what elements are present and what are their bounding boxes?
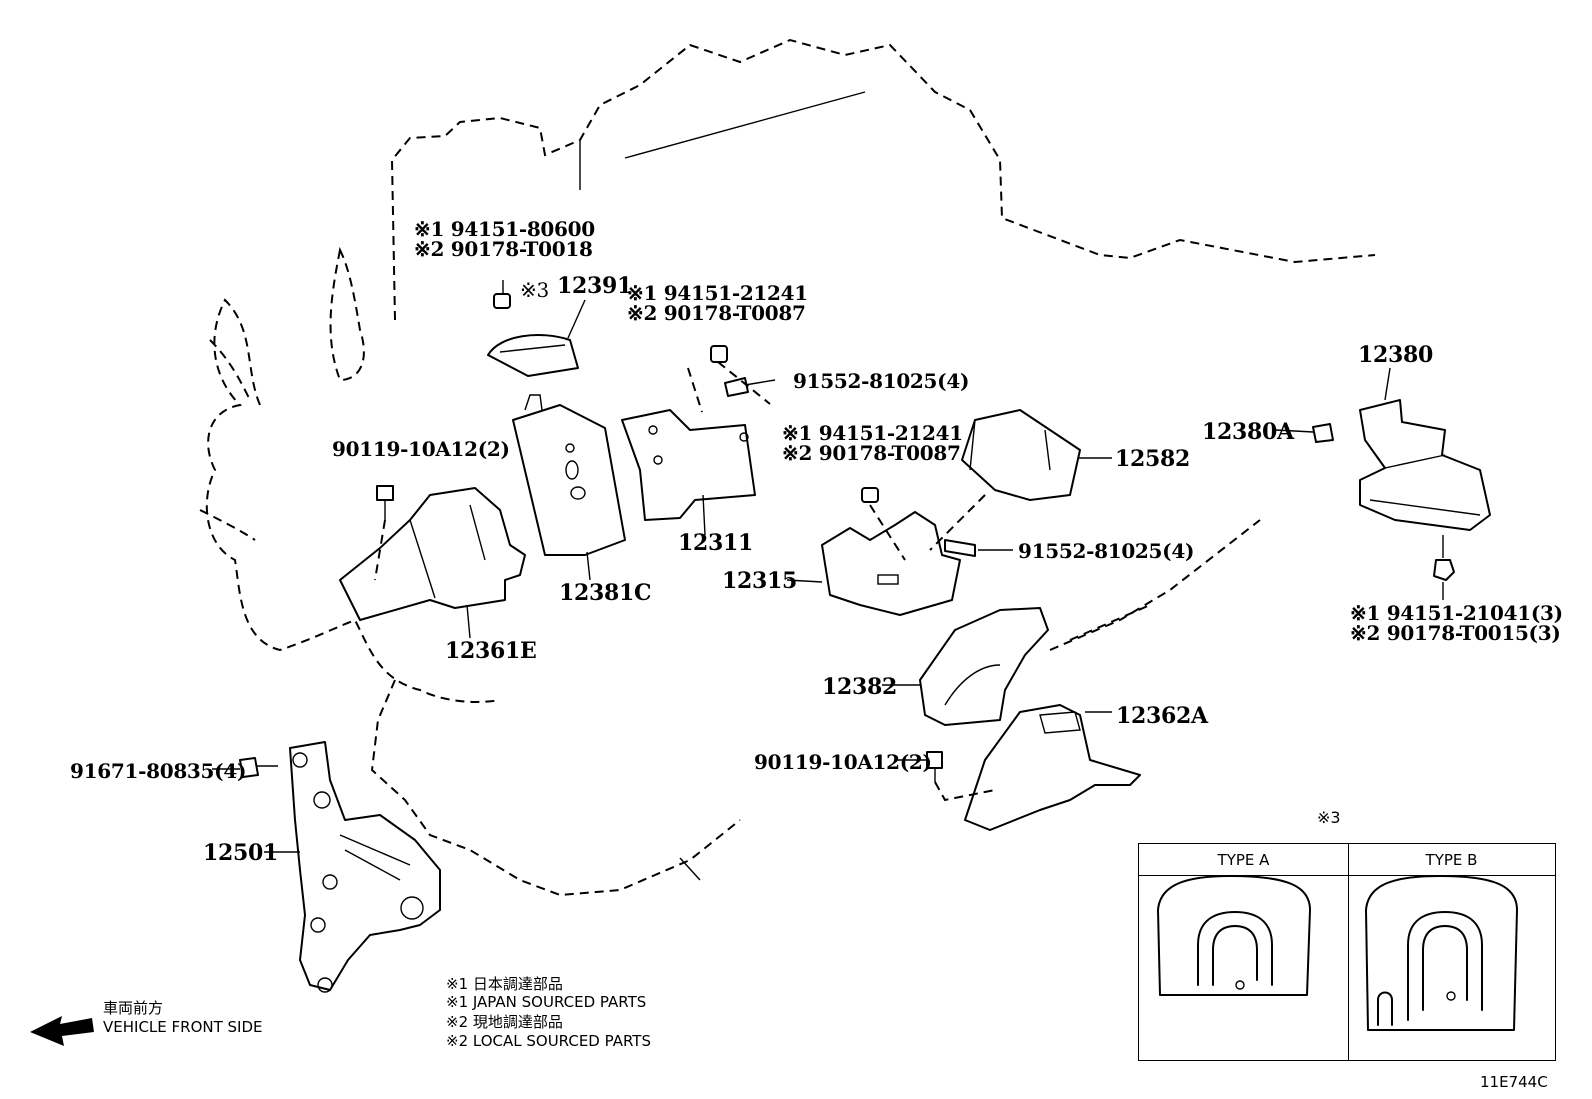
label-12315: 12315 [722,568,798,594]
engine-inner-line [624,91,866,159]
front-side-jp: 車両前方 [103,999,164,1017]
label-12501: 12501 [203,840,279,866]
label-12381C: 12381C [559,580,652,606]
front-side-en: VEHICLE FRONT SIDE [103,1018,263,1036]
callout-1b: ※2 90178-T0018 [414,237,593,261]
diagram-code: 11E744C [1480,1073,1548,1091]
callout-5a: ※1 94151-21241 [782,421,963,445]
footnote-2-en: ※2 LOCAL SOURCED PARTS [446,1032,651,1050]
footnote-1-jp: ※1 日本調達部品 [446,975,563,993]
bolt-icon [724,377,749,397]
callout-4: 90119-10A12(2) [332,437,510,461]
engine-right-outline [1049,519,1261,651]
cooling-fan [205,246,501,703]
label-12380A: 12380A [1202,419,1294,445]
bolt-icon-6 [239,757,259,778]
label-12382: 12382 [822,674,898,700]
label-12311: 12311 [678,530,754,556]
label-12361E: 12361E [445,638,537,664]
engine-mid-line [679,857,701,881]
bolt-icon-2 [376,485,394,501]
footnote-1-en: ※1 JAPAN SOURCED PARTS [446,993,647,1011]
callout-9: 91671-80835(4) [70,759,247,783]
callout-1c: ※3 [520,278,549,302]
callout-5b: ※2 90178-T0087 [782,441,961,465]
part-12361E-shape [339,487,526,621]
front-arrow-icon [30,1016,94,1046]
type-legend-box: TYPE A TYPE B [1138,843,1556,1061]
part-12311-shape [621,409,756,521]
type-b-header: TYPE B [1348,844,1555,876]
label-12391: 12391 [557,273,633,299]
bolt-icon-4 [1312,423,1334,443]
callout-7b: ※2 90178-T0015(3) [1350,621,1561,645]
part-12315-shape [821,511,961,616]
engine-lower-outline [370,679,741,897]
leader-lines [212,299,1444,853]
type-b-shape [1365,875,1518,1031]
bolt-icon-3 [944,539,976,557]
type-a-shape [1157,875,1311,996]
label-12380: 12380 [1358,342,1434,368]
callout-6: 91552-81025(4) [1018,539,1195,563]
nut-icon-2 [710,345,728,363]
callout-3: 91552-81025(4) [793,369,970,393]
callout-2b: ※2 90178-T0087 [627,301,806,325]
part-12380-shape [1359,399,1491,531]
legend-marker: ※3 [1317,808,1341,827]
part-12362A-shape [964,704,1141,831]
part-12382-shape [919,607,1049,726]
label-12582: 12582 [1115,446,1191,472]
callout-8: 90119-10A12(2) [754,750,932,774]
part-12501-shape [289,741,441,991]
footnote-2-jp: ※2 現地調達部品 [446,1013,563,1031]
nut-icon-3 [861,487,879,503]
part-12582-shape [961,409,1081,501]
type-a-header: TYPE A [1139,844,1348,876]
legend-divider [1348,844,1349,1060]
fan-blade-lower [199,509,256,541]
bolt-icon-5 [926,751,943,769]
callout-2a: ※1 94151-21241 [627,281,808,305]
label-12362A: 12362A [1116,703,1208,729]
engine-outline [390,38,1376,321]
nut-icon [493,293,511,309]
part-12381C-shape [512,404,626,556]
callout-7a: ※1 94151-21041(3) [1350,601,1563,625]
fan-blade-left [209,339,251,401]
nut-icon-4 [1433,559,1455,581]
part-12391-shape [487,334,579,377]
callout-1a: ※1 94151-80600 [414,217,595,241]
